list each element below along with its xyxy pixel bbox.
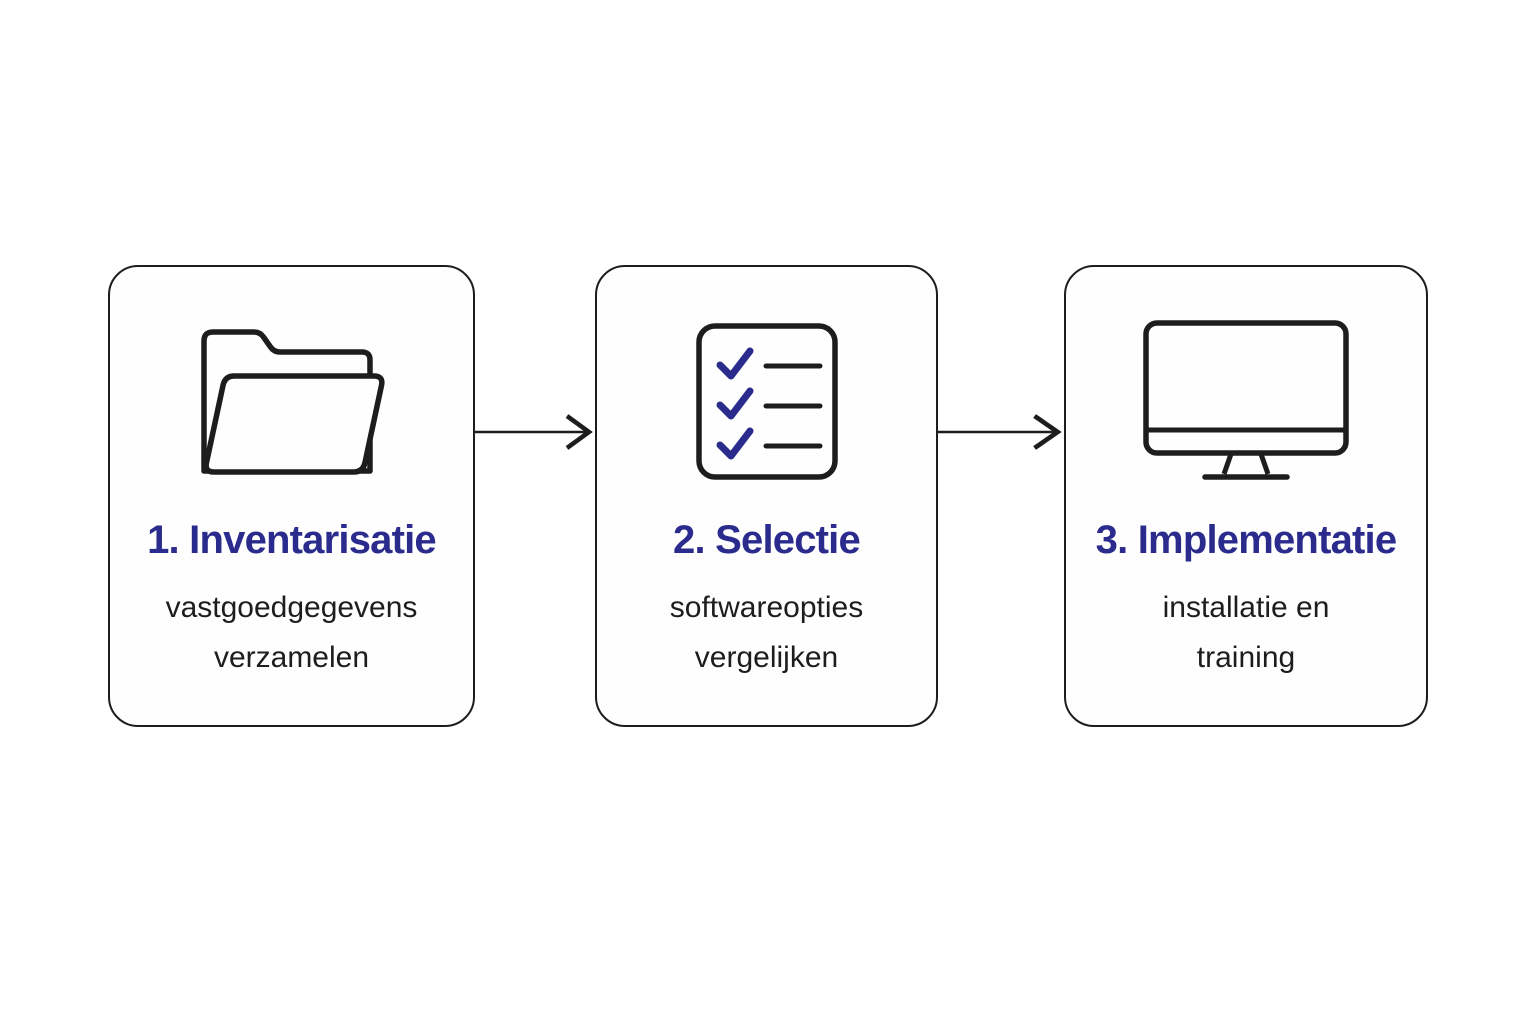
monitor-icon bbox=[1143, 320, 1349, 481]
step-card-selectie: 2. Selectie softwareopties vergelijken bbox=[595, 265, 938, 727]
step-card-implementatie: 3. Implementatie installatie en training bbox=[1064, 265, 1428, 727]
arrow-right-icon bbox=[475, 414, 593, 450]
step-description: installatie en training bbox=[1163, 583, 1330, 683]
step-description-line: softwareopties bbox=[669, 591, 864, 624]
step-description-line: verzamelen bbox=[213, 641, 370, 674]
step-card-inventarisatie: 1. Inventarisatie vastgoedgegevens verza… bbox=[108, 265, 475, 727]
step-title: 2. Selectie bbox=[673, 518, 861, 562]
step-description: softwareopties vergelijken bbox=[670, 583, 863, 683]
steps-row: 1. Inventarisatie vastgoedgegevens verza… bbox=[0, 265, 1536, 727]
connector-2 bbox=[938, 265, 1064, 454]
step-title: 1. Inventarisatie bbox=[147, 518, 437, 562]
step-description-line: vastgoedgegevens bbox=[165, 591, 418, 624]
step-description-line: vergelijken bbox=[694, 641, 839, 674]
step-description: vastgoedgegevens verzamelen bbox=[166, 583, 418, 683]
folder-icon bbox=[194, 321, 390, 481]
arrow-right-icon bbox=[938, 414, 1062, 450]
connector-1 bbox=[475, 265, 595, 454]
checklist-icon bbox=[695, 321, 838, 481]
step-description-line: training bbox=[1196, 641, 1296, 674]
step-description-line: installatie en bbox=[1162, 591, 1330, 624]
step-title: 3. Implementatie bbox=[1095, 518, 1397, 562]
